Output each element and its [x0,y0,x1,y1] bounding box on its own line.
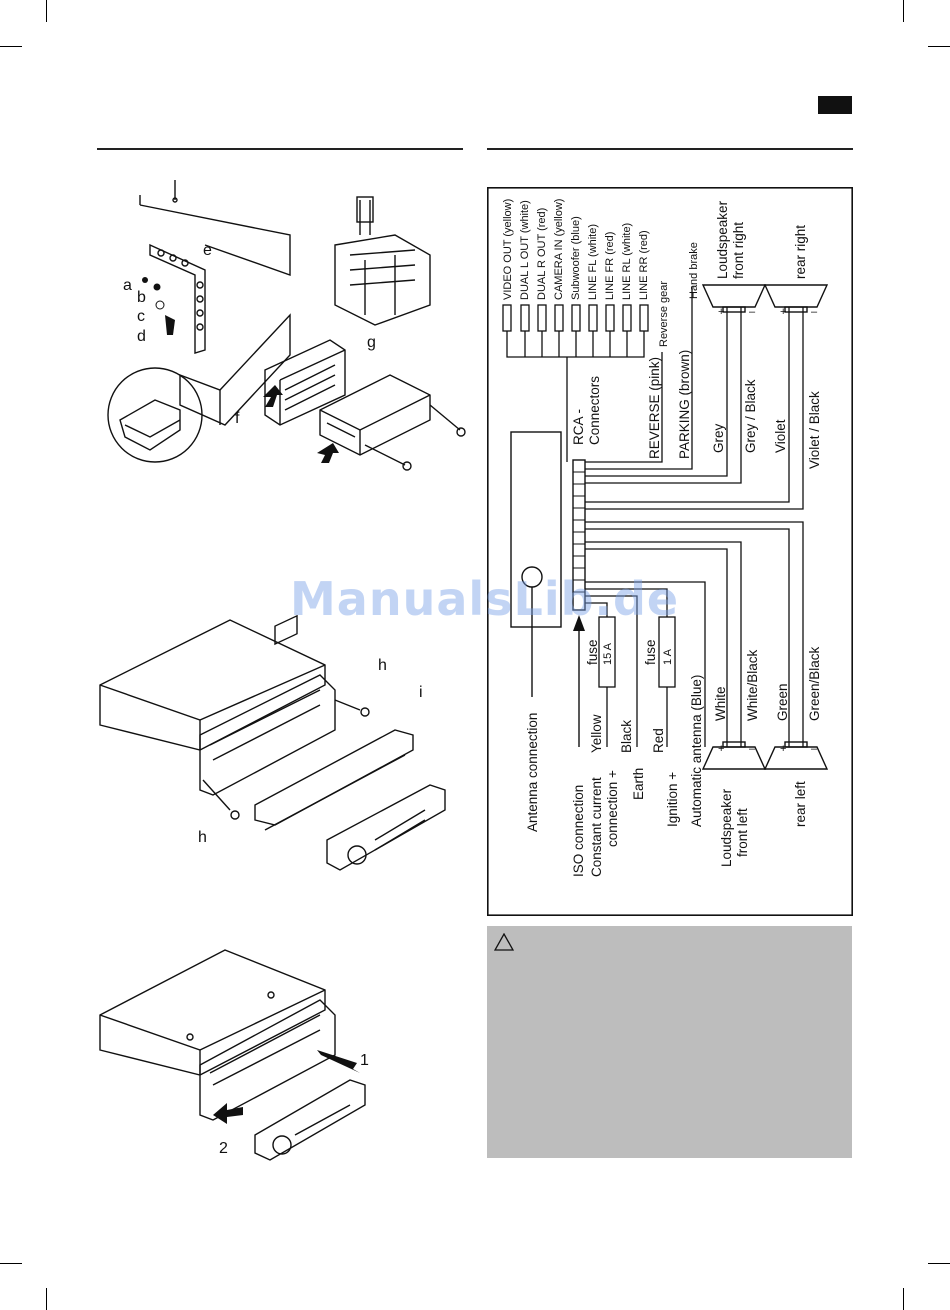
front-panel-figure: h h i [99,615,446,871]
rca-label: Connectors [587,376,602,445]
rca-output-label: VIDEO OUT (yellow) [502,199,514,300]
watermark: ManualsLib.de [290,572,680,626]
parking-label: PARKING (brown) [677,350,692,459]
plus-sign: + [780,306,786,318]
plus-sign: + [718,743,724,755]
wire-color-label: Black [619,720,634,753]
rca-output-label: LINE RR (red) [638,230,650,300]
crop-mark [46,0,47,22]
wire-color-label: Violet [773,419,788,453]
rca-label: RCA - [571,409,586,445]
fuse-label: fuse [643,639,658,665]
crop-mark [0,46,22,47]
label-a: a [123,277,132,294]
earth-label: Earth [631,768,646,800]
wire-color-label: Green [775,683,790,721]
wire-color-label: Violet / Black [807,391,822,469]
rca-output-label: DUAL R OUT (red) [536,208,548,300]
label-h-bottom: h [198,829,207,846]
iso-label: ISO connection [571,785,586,877]
auto-antenna-label: Automatic antenna (Blue) [689,675,704,827]
label-f: f [235,410,240,427]
speaker-fl-label: Loudspeaker [719,788,734,867]
right-header-rule [487,148,853,150]
rca-output-label: LINE RL (white) [621,223,633,300]
wire-color-label: Red [651,728,666,753]
label-i: i [419,684,423,701]
wire-color-label: Grey / Black [743,379,758,453]
hand-brake-label: Hand brake [688,242,700,299]
warning-triangle-icon [494,933,514,951]
reverse-gear-label: Reverse gear [658,281,670,347]
plus-sign: + [780,743,786,755]
wire-color-label: White/Black [745,649,760,721]
rca-output-label: CAMERA IN (yellow) [553,199,565,300]
rca-output-label: LINE FL (white) [587,224,599,300]
label-2: 2 [219,1140,228,1157]
removal-figure: 1 2 [99,949,369,1161]
crop-mark [928,46,950,47]
wire-color-label: White [713,686,728,721]
label-1: 1 [360,1052,369,1069]
fuse-value: 1 A [662,648,674,665]
mounting-figure: a b c d e f g [107,180,466,471]
label-e: e [203,242,212,259]
constant-current-label: connection + [605,770,620,847]
wire-color-label: Green/Black [807,646,822,721]
crop-mark [928,1263,950,1264]
warning-box [487,926,852,1158]
rca-output-label: Subwoofer (blue) [570,216,582,300]
minus-sign: – [749,306,756,318]
plus-sign: + [718,306,724,318]
ignition-label: Ignition + [665,772,680,827]
speaker-fr-label: Loudspeaker [715,200,730,279]
language-tab [818,96,852,114]
speaker-fr-label: front right [731,222,746,279]
speaker-rl-label: rear left [793,781,808,827]
wire-color-label: Grey [711,423,726,453]
label-c: c [137,308,145,325]
crop-mark [0,1263,22,1264]
constant-current-label: Constant current [589,777,604,877]
rca-output-label: LINE FR (red) [604,232,616,300]
rca-output-label: DUAL L OUT (white) [519,200,531,300]
label-d: d [137,328,146,345]
minus-sign: – [749,743,756,755]
label-h-top: h [378,657,387,674]
minus-sign: – [811,306,818,318]
speaker-rr-label: rear right [793,225,808,279]
label-b: b [137,289,146,306]
minus-sign: – [811,743,818,755]
wiring-diagram: + – + – + – + – VIDEO OUT (yellow) DUAL … [487,187,853,917]
label-g: g [367,334,376,351]
speaker-fl-label: front left [735,808,750,857]
fuse-label: fuse [585,639,600,665]
wire-color-label: Yellow [589,714,604,753]
antenna-label: Antenna connection [525,713,540,832]
fuse-value: 15 A [602,642,614,665]
crop-mark [903,0,904,22]
left-header-rule [97,148,463,150]
reverse-label: REVERSE (pink) [647,357,662,459]
crop-mark [903,1288,904,1310]
crop-mark [46,1288,47,1310]
